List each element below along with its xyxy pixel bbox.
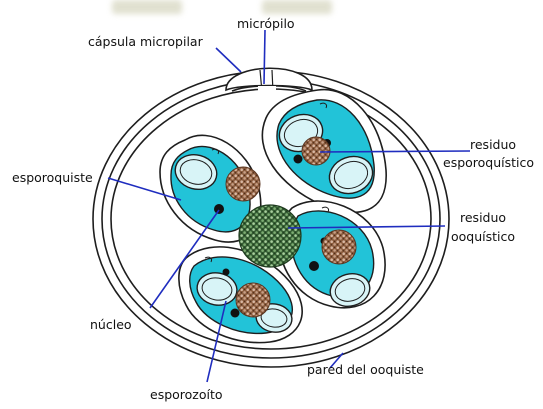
label-pared-del-ooquiste: pared del ooquiste [307, 362, 424, 377]
label-residuo-esporoquistico-1: residuo [470, 137, 516, 152]
label-residuo-esporoquistico-2: esporoquístico [443, 155, 534, 170]
label-micropilo: micrópilo [237, 16, 295, 31]
label-esporozoito: esporozoíto [150, 387, 223, 402]
oocyst-residuum [239, 205, 301, 267]
micropyle-gap [258, 86, 276, 98]
label-nucleo: núcleo [90, 317, 132, 332]
label-capsula-micropilar: cápsula micropilar [88, 34, 203, 49]
label-residuo-ooquistico-2: ooquístico [451, 229, 515, 244]
label-residuo-ooquistico-1: residuo [460, 210, 506, 225]
label-esporoquiste: esporoquiste [12, 170, 93, 185]
